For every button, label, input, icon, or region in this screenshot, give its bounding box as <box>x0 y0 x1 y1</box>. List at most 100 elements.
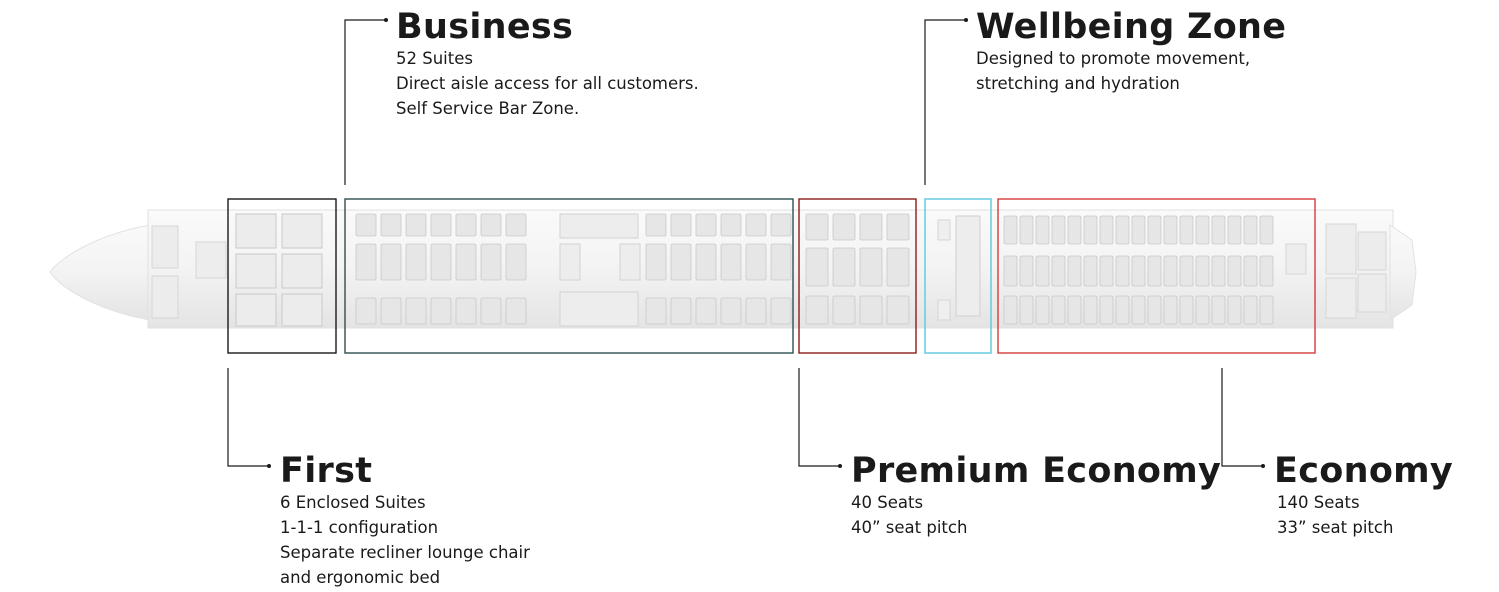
first-suite <box>235 293 277 327</box>
business-seat <box>720 213 742 237</box>
business-seat <box>455 213 477 237</box>
first-line-2: 1-1-1 configuration <box>280 518 439 537</box>
economy-seat <box>1115 215 1130 245</box>
economy-seat <box>1147 215 1162 245</box>
business-callout-dot <box>384 18 388 22</box>
business-seat <box>770 213 792 237</box>
business-seat <box>480 243 502 281</box>
business-seat <box>430 297 452 325</box>
economy-seat <box>1163 255 1178 287</box>
business-seat <box>695 297 717 325</box>
first-suite <box>281 213 323 249</box>
bar-monument <box>559 213 639 239</box>
business-seat <box>405 213 427 237</box>
first-zone-frame <box>227 198 337 354</box>
front-galley-2 <box>151 275 179 319</box>
wellbeing-line-1: Designed to promote movement, <box>976 49 1251 68</box>
economy-seat <box>1243 215 1258 245</box>
rear-galley <box>1325 223 1357 275</box>
economy-seat <box>1259 295 1274 325</box>
premium-callout-line <box>798 368 839 467</box>
first-suite <box>235 213 277 249</box>
business-class-seats <box>355 213 792 325</box>
economy-seat <box>1243 295 1258 325</box>
economy-seat <box>1083 295 1098 325</box>
economy-seat <box>1099 255 1114 287</box>
economy-seat <box>1083 215 1098 245</box>
business-seat <box>405 243 427 281</box>
premium-economy-seat <box>886 213 910 241</box>
economy-seat <box>1051 295 1066 325</box>
business-title: Business <box>396 7 574 47</box>
first-callout: First 6 Enclosed Suites 1-1-1 configurat… <box>280 452 530 590</box>
business-seat <box>355 213 377 237</box>
business-callout-line <box>344 19 385 185</box>
bar-counter <box>619 243 641 281</box>
business-seat <box>430 243 452 281</box>
economy-zone-frame <box>997 198 1316 354</box>
business-seat <box>380 243 402 281</box>
economy-seat <box>1259 215 1274 245</box>
economy-seat <box>1211 295 1226 325</box>
economy-seat <box>1195 215 1210 245</box>
economy-seat <box>1147 255 1162 287</box>
business-seat <box>745 213 767 237</box>
economy-seat <box>1211 215 1226 245</box>
business-seat <box>645 213 667 237</box>
economy-seat <box>1179 295 1194 325</box>
economy-seat <box>1179 255 1194 287</box>
premium-economy-zone-frame <box>798 198 917 354</box>
economy-seat <box>1019 295 1034 325</box>
economy-callout-line <box>1221 368 1262 467</box>
front-lav <box>195 241 227 279</box>
premium-economy-seat <box>886 295 910 325</box>
economy-seat <box>1195 295 1210 325</box>
business-seat <box>770 243 792 281</box>
premium-economy-callout: Premium Economy 40 Seats 40” seat pitch <box>851 452 1221 540</box>
economy-seat <box>1131 215 1146 245</box>
business-callout: Business 52 Suites Direct aisle access f… <box>396 8 699 121</box>
business-seat <box>505 213 527 237</box>
business-seat <box>355 243 377 281</box>
rear-lav <box>1285 243 1307 275</box>
economy-seat <box>1099 295 1114 325</box>
business-seat <box>405 297 427 325</box>
economy-seat <box>1067 295 1082 325</box>
wellbeing-shelf <box>937 299 951 321</box>
economy-seat <box>1083 255 1098 287</box>
economy-seat <box>1163 215 1178 245</box>
economy-seat <box>1163 295 1178 325</box>
economy-seat <box>1019 255 1034 287</box>
wellbeing-counter <box>955 215 981 317</box>
wellbeing-line-2: stretching and hydration <box>976 74 1180 93</box>
economy-title: Economy <box>1274 451 1454 491</box>
economy-seat <box>1051 215 1066 245</box>
economy-seat <box>1003 255 1018 287</box>
economy-seat <box>1115 295 1130 325</box>
economy-seat <box>1099 215 1114 245</box>
business-seat <box>770 297 792 325</box>
premium-economy-seat <box>886 247 910 287</box>
business-seat <box>645 243 667 281</box>
economy-line-2: 33” seat pitch <box>1277 518 1394 537</box>
economy-seat <box>1019 215 1034 245</box>
business-seat <box>430 213 452 237</box>
economy-seat <box>1003 295 1018 325</box>
economy-seat <box>1227 215 1242 245</box>
economy-seat <box>1035 255 1050 287</box>
premium-economy-seat <box>859 213 883 241</box>
first-line-1: 6 Enclosed Suites <box>280 493 426 512</box>
premium-economy-seat <box>859 295 883 325</box>
business-zone-frame <box>344 198 794 354</box>
business-line-1: 52 Suites <box>396 49 473 68</box>
first-suite <box>235 253 277 289</box>
first-line-4: and ergonomic bed <box>280 568 441 587</box>
front-galley <box>151 225 179 269</box>
economy-seat <box>1211 255 1226 287</box>
economy-seat <box>1035 215 1050 245</box>
premium-economy-seat <box>805 295 829 325</box>
premium-economy-seat <box>832 295 856 325</box>
economy-seat <box>1227 295 1242 325</box>
